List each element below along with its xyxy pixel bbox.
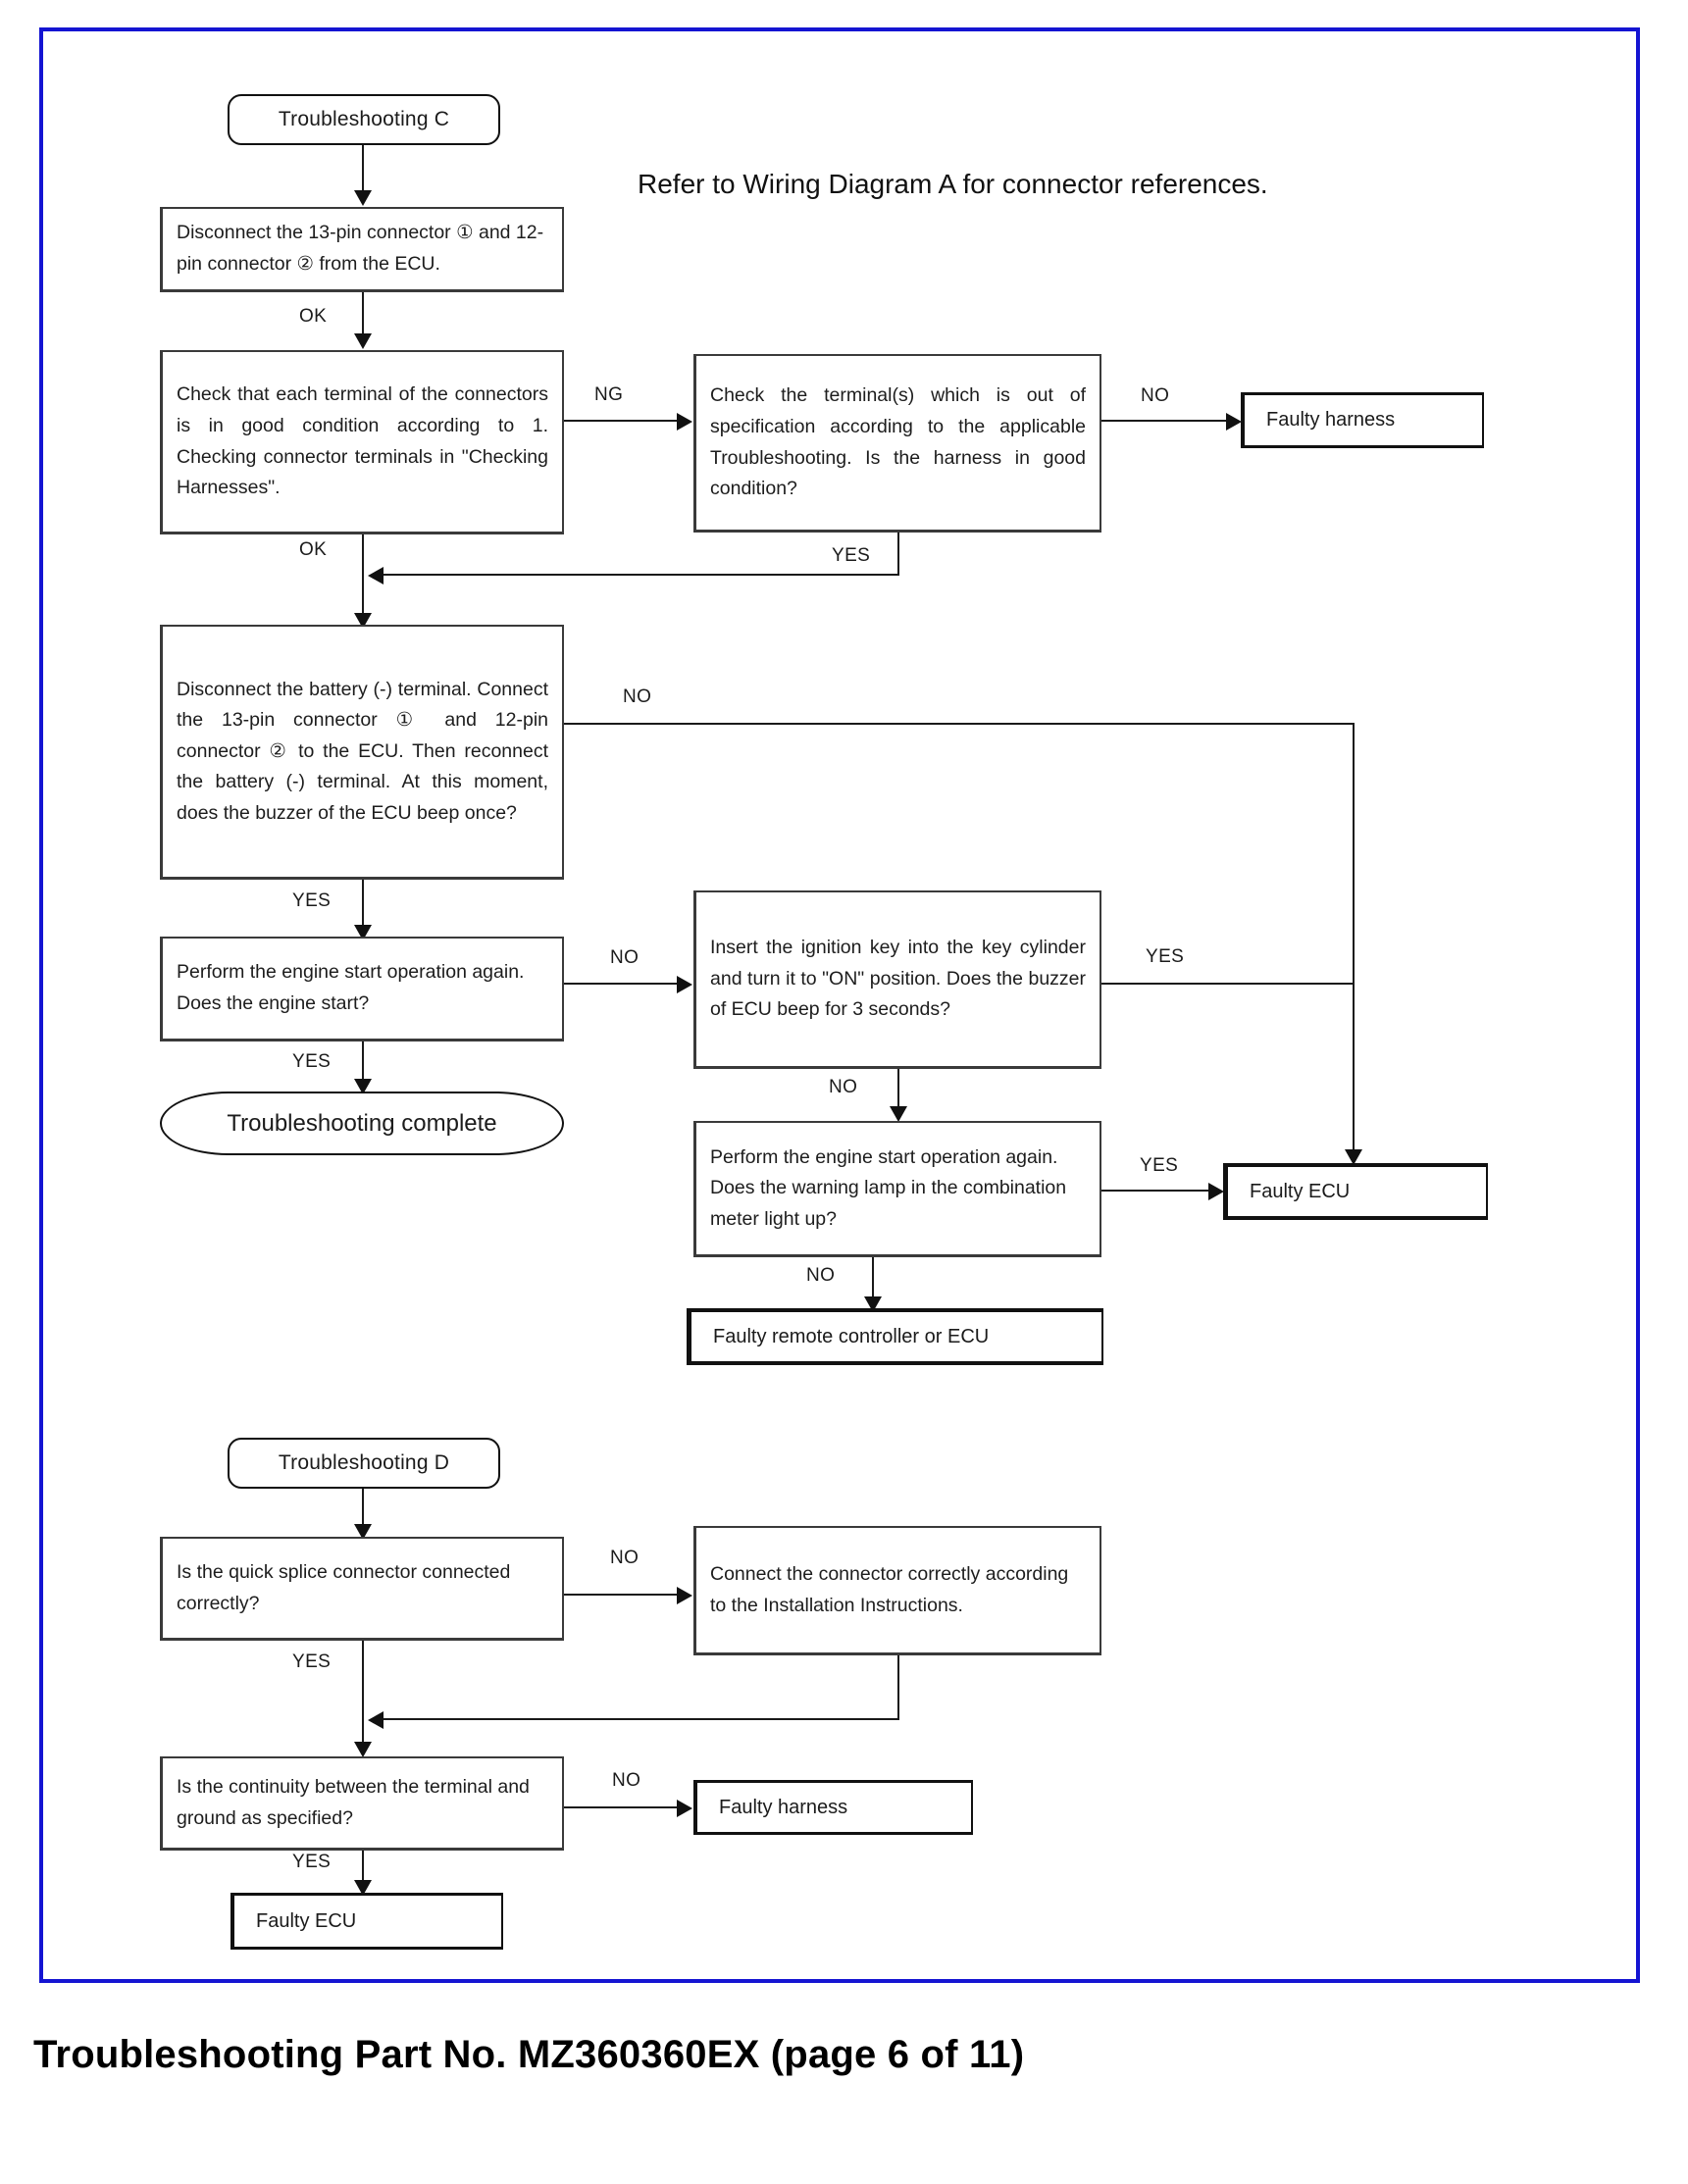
edge-label-yes-5: YES	[1140, 1155, 1179, 1176]
connector-line	[362, 145, 364, 194]
edge-label-no-5: NO	[806, 1265, 836, 1286]
arrowhead-right-icon	[677, 413, 692, 431]
node-check-terminals[interactable]: Check that each terminal of the connecto…	[160, 350, 564, 534]
connector-line	[564, 723, 1355, 725]
connector-line	[362, 1489, 364, 1540]
connector-line	[362, 1641, 364, 1752]
node-troubleshooting-c-start[interactable]: Troubleshooting C	[228, 94, 500, 145]
connector-line	[1101, 1190, 1214, 1192]
connector-line	[362, 1041, 364, 1092]
connector-line	[897, 1069, 899, 1120]
node-faulty-harness-c[interactable]: Faulty harness	[1241, 392, 1484, 448]
wiring-diagram-note: Refer to Wiring Diagram A for connector …	[638, 169, 1268, 199]
connector-line	[362, 534, 364, 619]
edge-label-yes-2: YES	[292, 890, 332, 911]
edge-label-no-2: NO	[623, 686, 652, 707]
arrowhead-down-icon	[354, 1524, 372, 1540]
connector-line	[1353, 723, 1355, 1155]
arrowhead-down-icon	[1345, 1149, 1362, 1165]
connector-line	[362, 292, 364, 339]
connector-line	[376, 574, 899, 576]
node-check-out-of-spec[interactable]: Check the terminal(s) which is out of sp…	[693, 354, 1101, 533]
connector-line	[872, 1257, 874, 1308]
arrowhead-down-icon	[354, 1079, 372, 1094]
page-caption: Troubleshooting Part No. MZ360360EX (pag…	[33, 2033, 1025, 2076]
edge-label-d-no-1: NO	[610, 1548, 639, 1568]
edge-label-yes-4: YES	[292, 1051, 332, 1072]
connector-line	[564, 420, 683, 422]
node-warning-lamp[interactable]: Perform the engine start operation again…	[693, 1121, 1101, 1257]
node-troubleshooting-d-start[interactable]: Troubleshooting D	[228, 1438, 500, 1489]
arrowhead-right-icon	[677, 1800, 692, 1817]
connector-line	[1101, 983, 1355, 985]
connector-line	[897, 533, 899, 576]
edge-label-yes-1: YES	[832, 545, 871, 566]
edge-label-d-yes-2: YES	[292, 1852, 332, 1872]
arrowhead-right-icon	[677, 976, 692, 993]
node-quick-splice[interactable]: Is the quick splice connector connected …	[160, 1537, 564, 1641]
arrowhead-down-icon	[354, 333, 372, 349]
edge-label-no-3: NO	[610, 947, 639, 968]
arrowhead-down-icon	[890, 1106, 907, 1122]
arrowhead-down-icon	[354, 1880, 372, 1896]
edge-label-no-4: NO	[829, 1077, 858, 1097]
node-continuity[interactable]: Is the continuity between the terminal a…	[160, 1756, 564, 1851]
edge-label-no-1: NO	[1141, 385, 1170, 406]
arrowhead-right-icon	[1208, 1183, 1224, 1200]
connector-line	[1101, 420, 1232, 422]
node-faulty-harness-d[interactable]: Faulty harness	[693, 1780, 973, 1835]
connector-line	[564, 1594, 683, 1596]
edge-label-d-yes-1: YES	[292, 1651, 332, 1672]
node-faulty-remote-or-ecu[interactable]: Faulty remote controller or ECU	[687, 1308, 1103, 1365]
connector-line	[564, 983, 683, 985]
arrowhead-right-icon	[1226, 413, 1242, 431]
edge-label-ng-1: NG	[594, 384, 624, 405]
arrowhead-left-icon	[368, 1711, 384, 1729]
connector-line	[564, 1806, 683, 1808]
arrowhead-right-icon	[677, 1587, 692, 1604]
node-faulty-ecu-c[interactable]: Faulty ECU	[1223, 1163, 1488, 1220]
connector-line	[897, 1655, 899, 1720]
arrowhead-left-icon	[368, 567, 384, 584]
edge-label-ok-2: OK	[299, 539, 328, 560]
arrowhead-down-icon	[354, 190, 372, 206]
edge-label-d-no-2: NO	[612, 1770, 641, 1791]
node-engine-start[interactable]: Perform the engine start operation again…	[160, 937, 564, 1041]
connector-line	[376, 1718, 899, 1720]
edge-label-yes-3: YES	[1146, 946, 1185, 967]
connector-line	[362, 880, 364, 931]
edge-label-ok-1: OK	[299, 306, 328, 327]
connector-line	[362, 1851, 364, 1890]
node-troubleshooting-complete[interactable]: Troubleshooting complete	[160, 1092, 564, 1155]
arrowhead-down-icon	[354, 1742, 372, 1757]
node-ignition-key[interactable]: Insert the ignition key into the key cyl…	[693, 890, 1101, 1069]
node-connect-correctly[interactable]: Connect the connector correctly accordin…	[693, 1526, 1101, 1655]
node-faulty-ecu-d[interactable]: Faulty ECU	[230, 1893, 503, 1950]
node-disconnect-connectors[interactable]: Disconnect the 13-pin connector ① and 12…	[160, 207, 564, 292]
node-reconnect-battery[interactable]: Disconnect the battery (-) terminal. Con…	[160, 625, 564, 880]
